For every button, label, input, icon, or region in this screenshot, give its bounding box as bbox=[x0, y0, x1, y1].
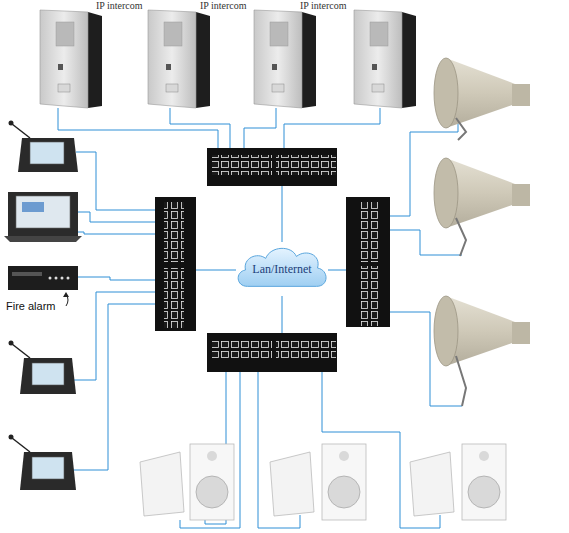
device-label: IP intercom bbox=[96, 0, 143, 11]
horn-speakers bbox=[434, 58, 530, 406]
device-label: IP intercom bbox=[300, 0, 347, 11]
rack-computer bbox=[4, 192, 82, 242]
network-wires bbox=[58, 108, 462, 528]
cloud-node: Lan/Internet bbox=[234, 242, 330, 296]
device-label: Fire alarm bbox=[6, 300, 56, 312]
wall-speakers bbox=[140, 444, 506, 520]
cloud-label: Lan/Internet bbox=[252, 262, 311, 277]
network-switches bbox=[155, 148, 390, 372]
cloud-outline bbox=[238, 248, 326, 286]
ip-intercom-panels bbox=[40, 10, 416, 108]
device-label: IP intercom bbox=[200, 0, 247, 11]
